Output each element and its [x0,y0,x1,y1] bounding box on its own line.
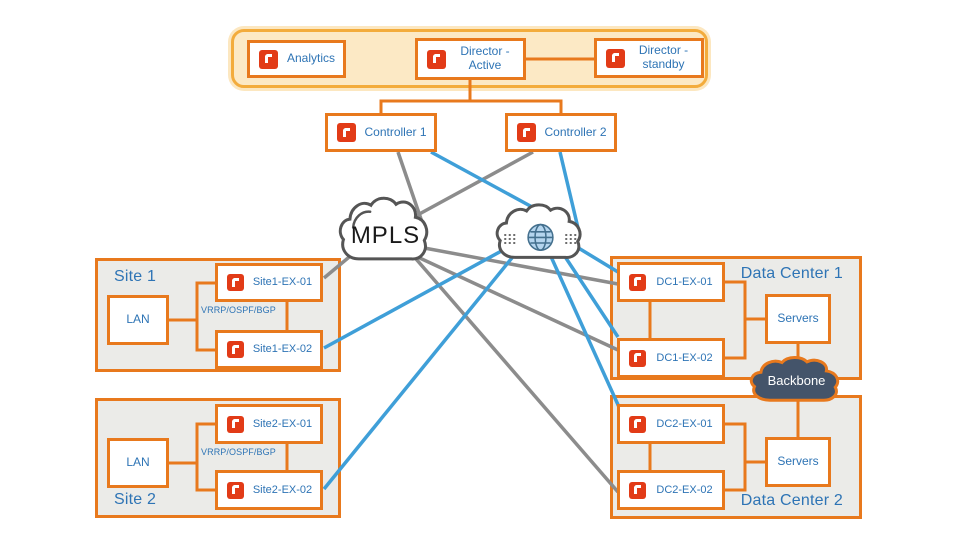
site2-protocols-label: VRRP/OSPF/BGP [201,447,276,457]
dc1-title: Data Center 1 [740,265,843,282]
versa-logo-icon [629,481,646,499]
node-dc2-ex-02: DC2-EX-02 [617,470,725,510]
dot-grid-right [564,233,578,244]
edge-site1_lan-site1_ex1 [169,281,215,322]
node-label: DC1-EX-01 [656,275,713,288]
edge-internet-dc1_ex2 [556,245,620,338]
node-label: Analytics [286,51,336,66]
node-director-active: Director - Active [415,38,526,80]
dot-grid-left [503,233,517,244]
node-director-standby: Director - standby [594,38,704,78]
edge-controller2-mpls [411,150,534,220]
versa-logo-icon [337,123,356,142]
internet-cloud [494,203,587,267]
node-label: DC2-EX-01 [656,417,713,430]
node-site1-lan: LAN [107,295,169,345]
edge-site2_lan-site2_ex2 [195,463,215,492]
versa-logo-icon [629,273,646,291]
cloud-shape [748,356,845,408]
edge-director_active-controller1 [379,79,472,114]
edge-director_active-controller2 [468,79,563,114]
node-label: Director - standby [638,43,689,71]
node-label: Servers [777,311,819,326]
versa-logo-icon [227,274,244,291]
node-dc2-ex-01: DC2-EX-01 [617,404,725,444]
edge-site2_lan-site2_ex1 [169,422,215,465]
edge-internet-site1_ex2 [323,241,517,350]
edge-dc2_ex2-dc2_servers [725,461,747,492]
node-label: Site2-EX-02 [252,483,313,496]
versa-logo-icon [606,48,625,68]
mpls-cloud: MPLS [337,196,434,270]
versa-logo-icon [227,341,244,358]
versa-logo-icon [629,349,646,367]
node-label: Controller 2 [544,124,607,139]
node-label: DC2-EX-02 [656,483,713,496]
versa-logo-icon [259,49,278,69]
node-label: Director - Active [460,44,510,72]
edge-dc1_ex1-dc1_servers [725,280,765,321]
edge-site1_lan-site1_ex2 [195,320,215,352]
edge-dc2_ex1-dc2_servers [725,422,765,464]
edge-controller2-internet [558,151,580,229]
cloud-shape [337,196,434,270]
node-controller-1: Controller 1 [325,113,437,152]
cloud-shape [494,203,587,267]
node-label: Site2-EX-01 [252,417,313,430]
edge-mpls-dc2_ex2 [408,250,620,494]
versa-logo-icon [517,123,536,142]
node-label: Site1-EX-01 [252,276,313,289]
site1-protocols-label: VRRP/OSPF/BGP [201,305,276,315]
node-label: DC1-EX-02 [656,351,713,364]
globe-icon [527,223,554,251]
node-dc1-ex-02: DC1-EX-02 [617,338,725,378]
edge-internet-dc2_ex1 [546,249,621,408]
edge-dc1_ex2-dc1_servers [725,318,747,360]
mpls-label: MPLS [350,222,421,249]
edge-mpls-dc1_ex2 [395,245,619,352]
backbone-label: Backbone [767,373,826,388]
node-site1-ex-02: Site1-EX-02 [215,330,323,369]
edge-controller1-mpls [396,151,424,223]
node-dc1-servers: Servers [765,294,831,344]
backbone-cloud: Backbone [748,356,845,408]
node-site1-ex-01: Site1-EX-01 [215,263,323,302]
versa-logo-icon [427,49,446,69]
versa-logo-icon [227,481,244,499]
node-label: LAN [126,312,150,327]
node-label: LAN [126,455,150,470]
site2-title: Site 2 [114,491,157,508]
node-site2-ex-02: Site2-EX-02 [215,470,323,510]
site1-title: Site 1 [114,268,157,285]
node-dc2-servers: Servers [765,437,831,487]
dc2-title: Data Center 2 [740,492,843,509]
node-controller-2: Controller 2 [505,113,617,152]
versa-logo-icon [629,415,646,433]
node-site2-lan: LAN [107,438,169,488]
node-site2-ex-01: Site2-EX-01 [215,404,323,444]
node-dc1-ex-01: DC1-EX-01 [617,262,725,302]
versa-logo-icon [227,415,244,433]
node-analytics: Analytics [247,40,346,78]
node-label: Site1-EX-02 [252,343,313,356]
node-label: Servers [777,454,819,469]
edge-internet-site2_ex2 [322,246,522,491]
node-label: Controller 1 [364,124,427,139]
